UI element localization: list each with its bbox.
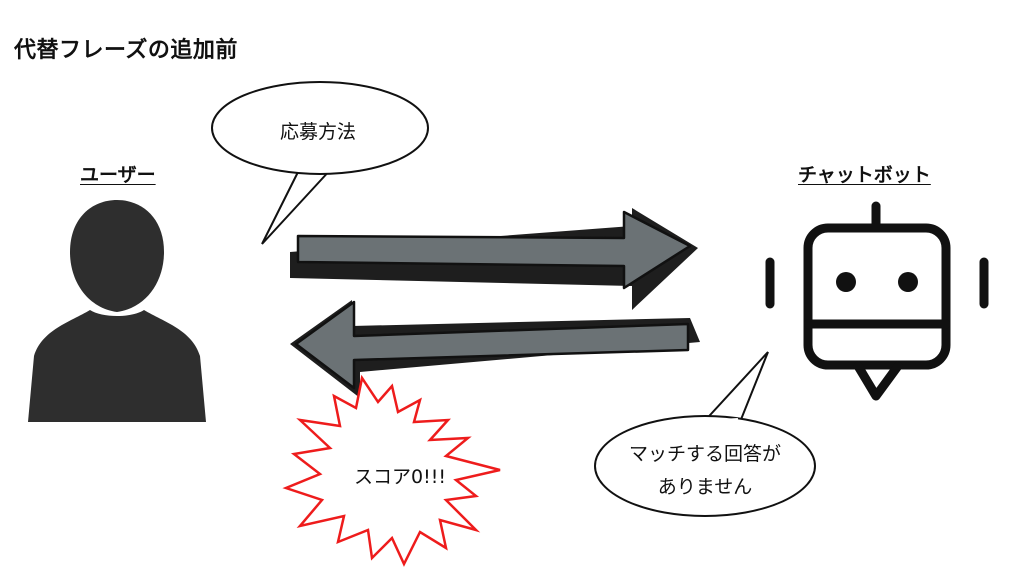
query-text: 応募方法 — [279, 121, 356, 143]
person-silhouette-icon — [28, 200, 206, 422]
user-label: ユーザー — [80, 164, 156, 186]
response-arrow — [290, 300, 700, 398]
reply-line: ありません — [657, 476, 753, 498]
score-text: スコア0!!! — [354, 466, 446, 488]
request-arrow — [290, 208, 698, 310]
chatbot-label: チャットボット — [798, 164, 931, 186]
reply-line: マッチする回答が — [628, 443, 781, 465]
explosion-burst-icon — [282, 374, 501, 567]
query-speech-bubble — [211, 81, 429, 245]
reply-text: マッチする回答が ありません — [600, 438, 810, 504]
reply-speech-bubble — [594, 351, 816, 517]
diagram-title: 代替フレーズの追加前 — [14, 38, 238, 63]
robot-icon — [765, 201, 989, 401]
